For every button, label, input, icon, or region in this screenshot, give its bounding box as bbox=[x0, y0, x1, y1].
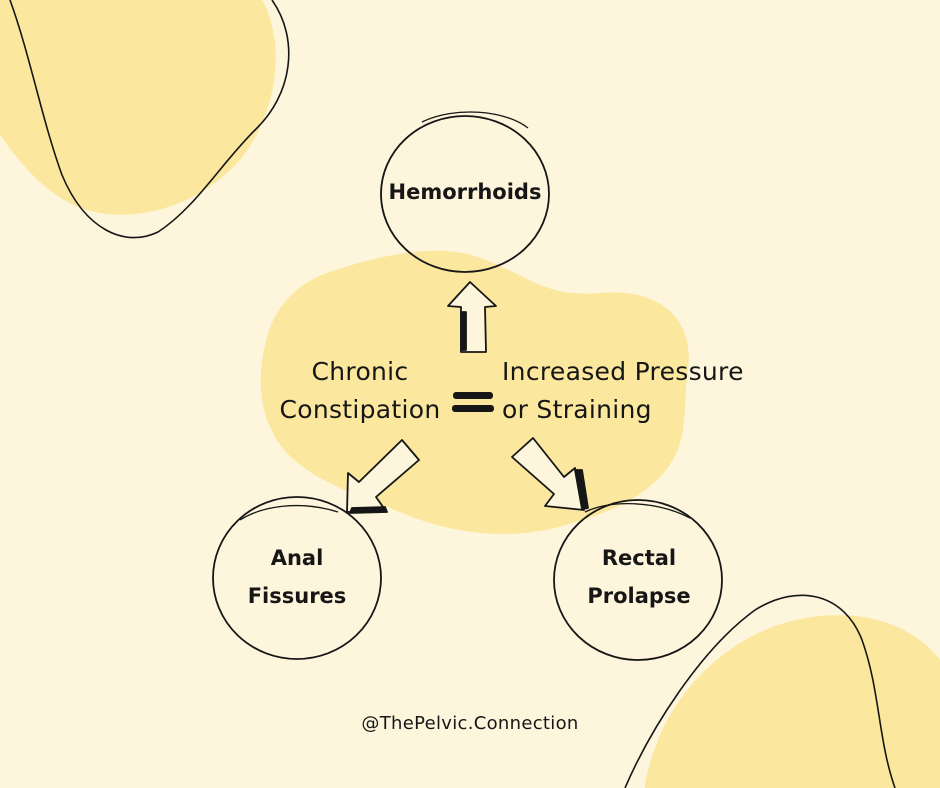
node-label-rectal-prolapse: Rectal Prolapse bbox=[556, 539, 722, 615]
node-text-line: Anal bbox=[270, 546, 324, 570]
center-right-line: Increased Pressure bbox=[502, 357, 744, 386]
social-handle: @ThePelvic.Connection bbox=[361, 713, 579, 734]
node-label-anal-fissures: Anal Fissures bbox=[214, 539, 380, 615]
center-left-text: Chronic Constipation bbox=[270, 353, 450, 429]
node-text-line: Fissures bbox=[247, 584, 347, 608]
arrow-to-hemorrhoids bbox=[447, 281, 497, 353]
top-left-blob bbox=[0, 0, 276, 215]
node-text-line: Prolapse bbox=[587, 584, 691, 608]
bottom-right-blob bbox=[645, 615, 940, 788]
center-left-line: Chronic bbox=[311, 357, 409, 386]
arrow-to-anal-fissures bbox=[346, 439, 420, 514]
arrow-to-rectal-prolapse bbox=[511, 437, 589, 511]
center-right-text: Increased Pressure or Straining bbox=[502, 353, 762, 429]
equals-sign-icon bbox=[452, 392, 494, 412]
node-text-line: Rectal bbox=[601, 546, 677, 570]
node-text-line: Hemorrhoids bbox=[388, 180, 542, 204]
node-hemorrhoids-circle bbox=[380, 111, 550, 273]
center-right-line: or Straining bbox=[502, 395, 652, 424]
bottom-right-outline bbox=[624, 594, 896, 788]
center-left-line: Constipation bbox=[279, 395, 441, 424]
node-label-hemorrhoids: Hemorrhoids bbox=[375, 173, 555, 211]
top-left-outline bbox=[9, 0, 290, 239]
node-rectal-prolapse-circle bbox=[553, 499, 723, 661]
node-anal-fissures-circle bbox=[212, 496, 382, 660]
